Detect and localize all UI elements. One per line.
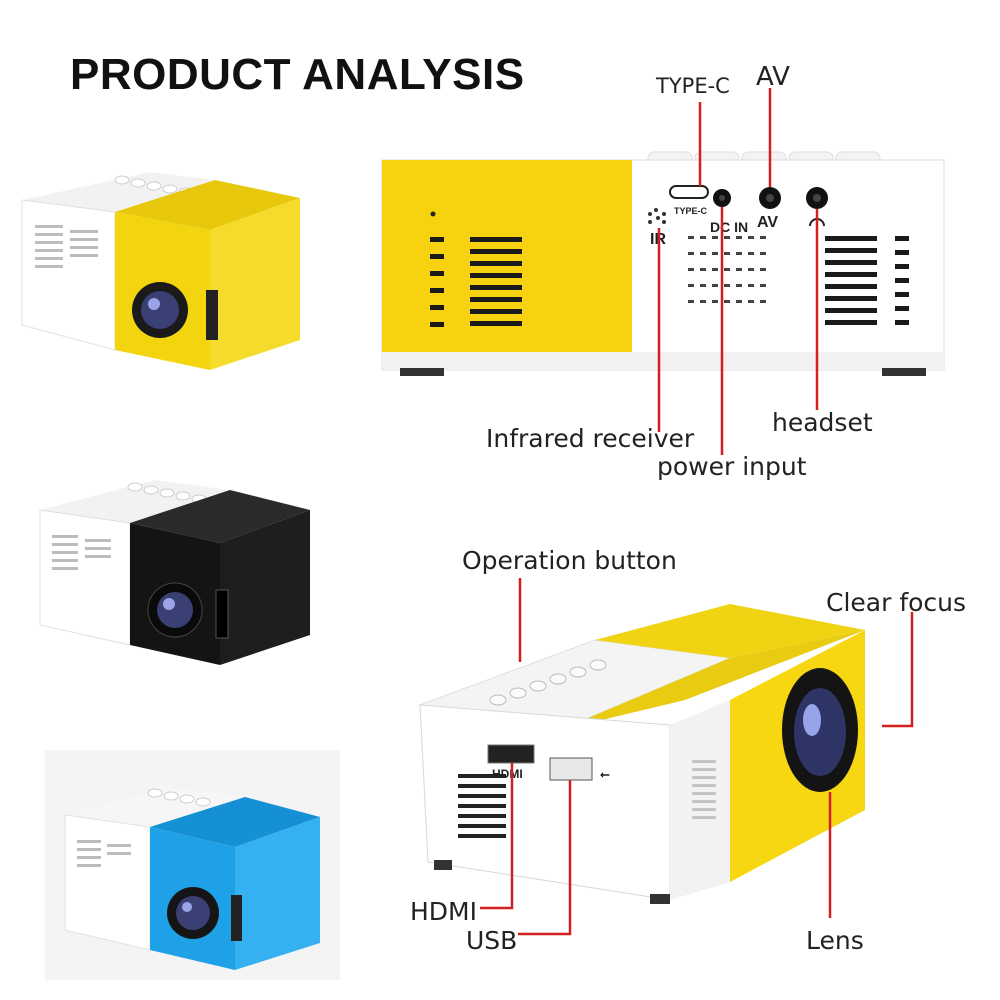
front-face-vent [458,774,506,838]
yellow-body-grill [35,225,98,268]
yellow-shell-side [210,198,300,370]
back-panel-diagram: IR TYPE-C DC IN AV [381,88,945,455]
callout-line-usb [518,780,572,936]
back-yellow-vent [430,237,522,327]
front-yellow-top [560,630,865,730]
blue-shell-side [235,817,320,970]
callout-power-input: power input [657,452,807,481]
black-body-side [39,509,131,646]
back-dot-grill [688,236,766,303]
back-foot-right [882,368,926,376]
callout-operation-button: Operation button [462,546,677,575]
back-bottom-strip [382,352,944,370]
blue-focus-wheel [231,895,242,941]
callout-line-hdmi [480,763,514,910]
yellow-shell-top [115,180,300,230]
yellow-body-top [22,172,215,212]
callout-infrared-receiver: Infrared receiver [486,424,695,453]
port-label-usb: ⭠ [600,767,610,781]
callout-line-focus [882,612,914,728]
callout-hdmi: HDMI [410,897,477,926]
ir-sensor-icon [648,208,666,224]
back-right-vent [825,236,909,325]
blue-body-grill [77,840,131,867]
yellow-body-side [21,199,116,351]
projector-yellow-image [21,172,300,370]
page-title: PRODUCT ANALYSIS [70,50,525,99]
black-focus-wheel [215,589,229,639]
back-yellow-shell [382,160,632,352]
callout-headset: headset [772,408,873,437]
projector-blue-image [64,787,320,970]
type-c-port-icon [669,185,709,199]
callout-usb: USB [466,926,518,955]
front-side-vent [692,760,716,819]
usb-port-icon [549,757,593,781]
projector-black-image [39,480,310,665]
front-view-diagram: HDMI ⭠ [418,578,914,936]
yellow-focus-wheel [206,290,218,340]
callout-type-c: TYPE-C [656,74,730,98]
port-label-av: AV [757,214,778,231]
front-callout-lines [480,578,914,936]
port-label-dc-in: DC IN [710,219,748,235]
blue-shell-top [150,797,320,847]
callout-lens: Lens [806,926,864,955]
port-label-type-c: TYPE-C [674,206,708,216]
callout-clear-focus: Clear focus [826,588,967,617]
callout-av: AV [756,62,790,92]
front-yellow-top-back [595,604,865,658]
front-body-face [419,704,671,901]
black-shell-side [220,510,310,665]
back-callout-lines [657,88,819,455]
blue-body-side [64,814,151,951]
black-body-grill [52,535,111,570]
blue-operation-buttons [147,788,211,807]
black-body-top [40,480,230,523]
black-shell-top [130,490,310,543]
blue-body-top [65,787,245,827]
operation-buttons [489,659,607,706]
hdmi-port-icon [487,744,535,764]
back-foot-left [400,368,444,376]
